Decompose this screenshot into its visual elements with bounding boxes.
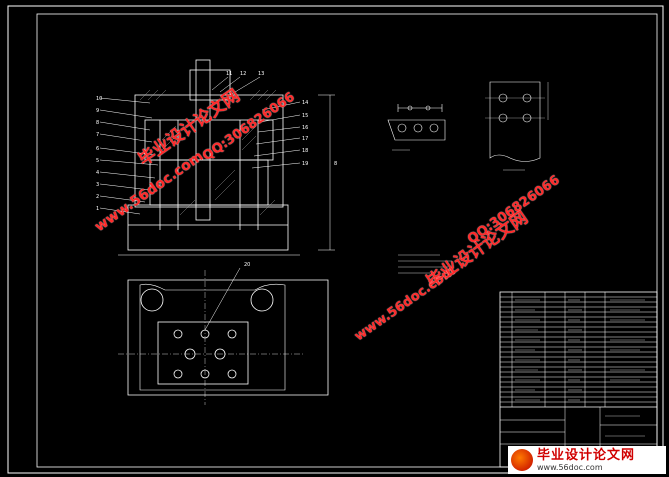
part-label-6: 6 <box>96 146 99 152</box>
part-label-4: 4 <box>96 170 99 176</box>
technical-notes <box>398 254 452 274</box>
part-label-1: 1 <box>96 206 99 212</box>
part-label-13: 13 <box>258 71 264 77</box>
height-dimension <box>318 94 335 251</box>
bom-cell-marks <box>515 299 645 437</box>
part-label-15: 15 <box>302 113 308 119</box>
part-label-17: 17 <box>302 136 308 142</box>
title-block <box>499 291 658 468</box>
part-label-5: 5 <box>96 158 99 164</box>
part-label-7: 7 <box>96 132 99 138</box>
strip-layout-detail <box>485 81 549 171</box>
part-label-2: 2 <box>96 194 99 200</box>
part-label-3: 3 <box>96 182 99 188</box>
part-label-12: 12 <box>240 71 246 77</box>
leader-lines-right <box>211 76 301 169</box>
brand-name: 毕业设计论文网 <box>537 447 636 463</box>
part-label-11: 11 <box>226 71 232 77</box>
part-label-19: 19 <box>302 161 308 167</box>
brand-url: www.56doc.com <box>537 462 603 472</box>
part-label-8l: 8 <box>96 120 99 126</box>
sheet-border <box>7 5 664 474</box>
part-label-10: 10 <box>96 96 102 102</box>
part-label-18: 18 <box>302 148 308 154</box>
brand-logo-icon <box>511 449 533 471</box>
part-label-9: 9 <box>96 108 99 114</box>
brand-badge: 毕业设计论文网 www.56doc.com <box>508 446 666 474</box>
leader-lines-left <box>99 97 159 215</box>
part-label-16: 16 <box>302 125 308 131</box>
plan-view <box>118 267 329 405</box>
workpiece-detail <box>387 104 446 151</box>
section-hatching <box>139 89 277 216</box>
part-label-20: 20 <box>244 262 250 268</box>
sheet-inner-border <box>36 13 658 468</box>
part-label-14: 14 <box>302 100 308 106</box>
part-label-8: 8 <box>334 161 337 167</box>
assembly-section-view <box>118 59 300 256</box>
